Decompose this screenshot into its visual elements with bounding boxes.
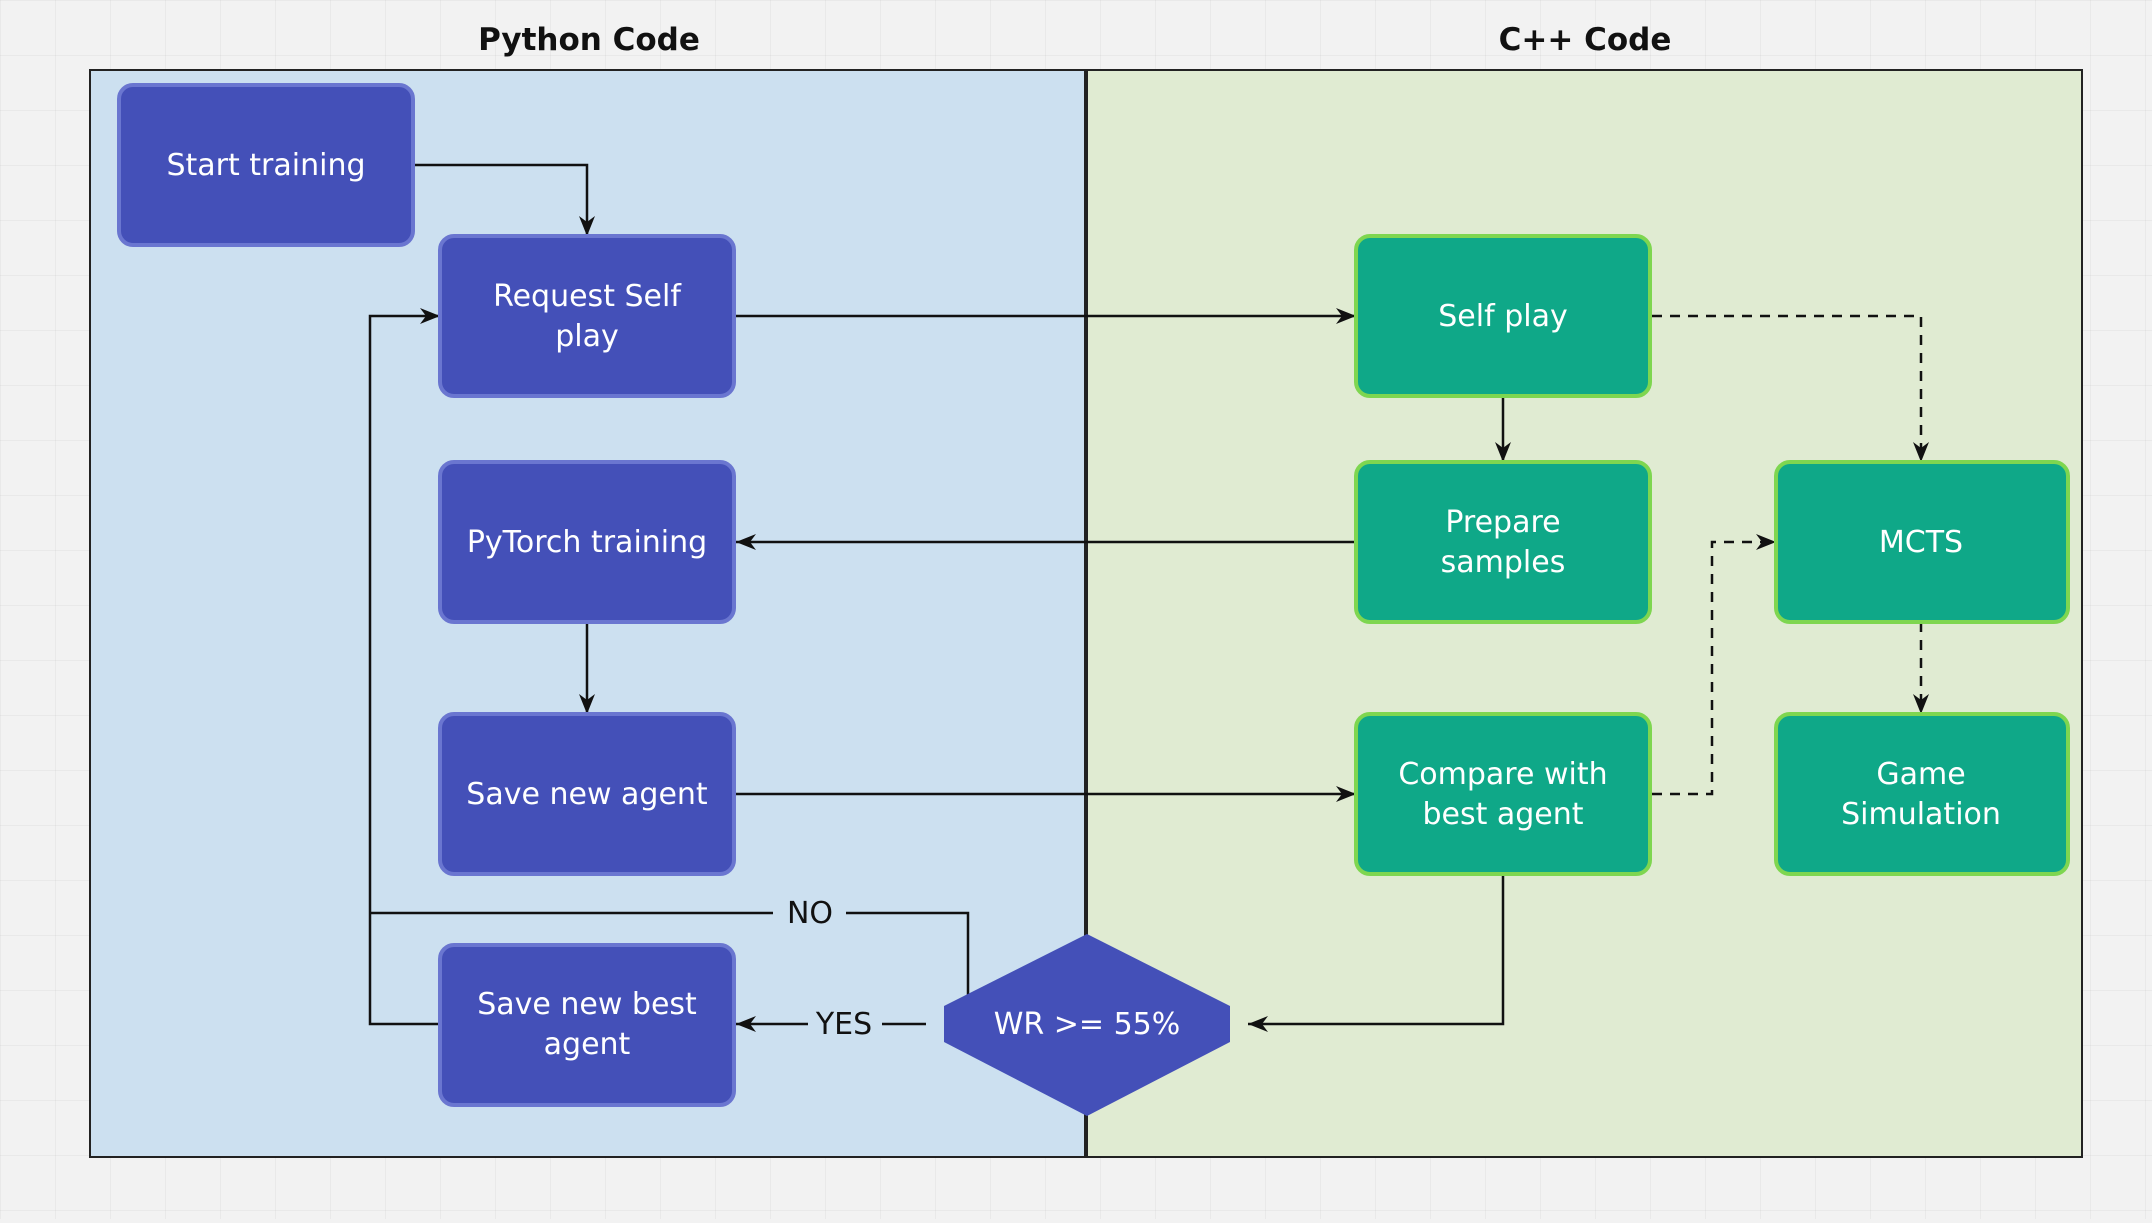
node-request-self-play[interactable]: Request Self play — [438, 234, 736, 398]
node-label: Self play — [1438, 299, 1567, 334]
node-box — [1774, 712, 2070, 876]
node-box — [438, 460, 736, 624]
node-save-new-best-agent[interactable]: Save new best agent — [438, 943, 736, 1107]
node-label: Save new agent — [466, 777, 708, 812]
edge-label-yes: YES — [815, 1007, 872, 1042]
node-box — [438, 234, 736, 398]
node-compare-with-best-agent[interactable]: Compare with best agent — [1354, 712, 1652, 876]
edge-decision-no-right — [846, 911, 970, 995]
node-label: Request Self play — [493, 279, 682, 354]
python-zone-title: Python Code — [478, 22, 700, 58]
node-box — [117, 83, 415, 247]
edge-label-no: NO — [787, 896, 833, 931]
node-box — [1774, 460, 2070, 624]
node-label: Compare with best agent — [1398, 757, 1607, 832]
node-pytorch-training[interactable]: PyTorch training — [438, 460, 736, 624]
node-label-line: Compare with — [1398, 757, 1607, 792]
node-label: MCTS — [1879, 525, 1963, 560]
node-label-line: Simulation — [1841, 797, 2001, 832]
node-label-line: best agent — [1422, 797, 1583, 832]
node-label-line: samples — [1441, 545, 1566, 580]
node-mcts[interactable]: MCTS — [1774, 460, 2070, 624]
node-label: Save new best agent — [477, 987, 697, 1062]
edge-start-to-request — [413, 163, 595, 236]
edges — [368, 163, 1929, 1032]
decision-diamond — [944, 934, 1230, 1116]
node-label-line: Save new best — [477, 987, 697, 1022]
node-prepare-samples[interactable]: Prepare samples — [1354, 460, 1652, 624]
cpp-zone-title: C++ Code — [1499, 22, 1672, 58]
edge-save-best-loop — [368, 308, 440, 1026]
node-label-line: Game — [1876, 757, 1965, 792]
edge-selfplay-to-mcts — [1652, 314, 1929, 462]
node-wr-decision[interactable]: WR >= 55% — [944, 934, 1230, 1116]
node-label: Prepare samples — [1441, 505, 1566, 580]
node-label-line: Prepare — [1445, 505, 1560, 540]
node-save-new-agent[interactable]: Save new agent — [438, 712, 736, 876]
node-label-line: play — [555, 319, 619, 354]
node-label: WR >= 55% — [994, 1007, 1181, 1042]
node-start-training[interactable]: Start training — [117, 83, 415, 247]
node-self-play[interactable]: Self play — [1354, 234, 1652, 398]
edge-compare-to-decision — [1248, 874, 1505, 1032]
node-label-line: Request Self — [493, 279, 682, 314]
node-label-line: PyTorch training — [467, 525, 707, 560]
node-box — [1354, 712, 1652, 876]
edge-compare-to-mcts — [1652, 534, 1776, 796]
node-label: Start training — [166, 148, 365, 183]
node-label-line: Save new agent — [466, 777, 708, 812]
node-label-line: WR >= 55% — [994, 1007, 1181, 1042]
node-label-line: Self play — [1438, 299, 1567, 334]
node-label-line: Start training — [166, 148, 365, 183]
node-box — [438, 712, 736, 876]
node-label-line: agent — [544, 1027, 631, 1062]
node-box — [438, 943, 736, 1107]
node-box — [1354, 234, 1652, 398]
node-label-line: MCTS — [1879, 525, 1963, 560]
node-label: PyTorch training — [467, 525, 707, 560]
node-box — [1354, 460, 1652, 624]
